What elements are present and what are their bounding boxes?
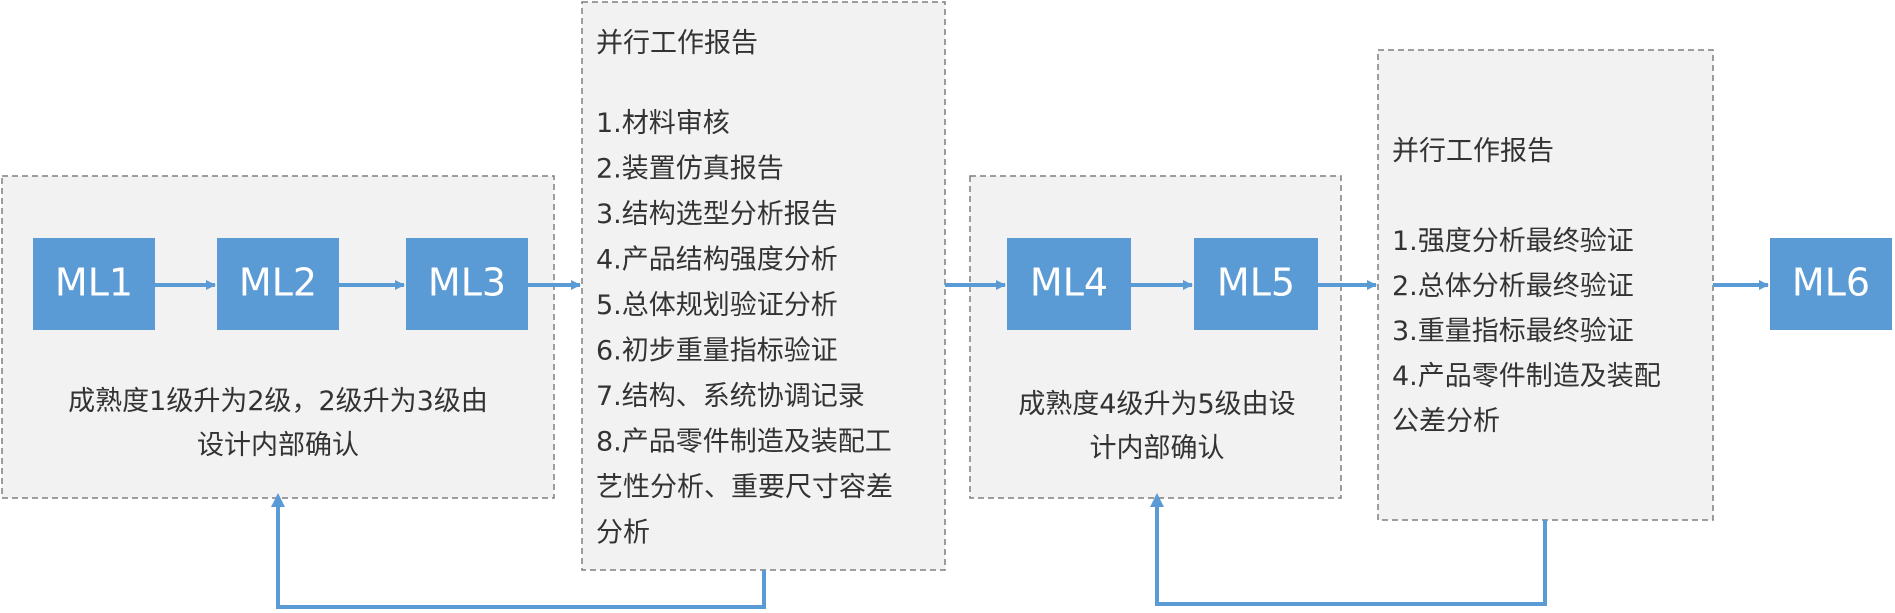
node-ml2-label: ML2 — [239, 261, 317, 305]
report1-item: 4.产品结构强度分析 — [596, 245, 838, 276]
report2-item: 4.产品零件制造及装配 — [1392, 361, 1661, 392]
report2-items: 1.强度分析最终验证 2.总体分析最终验证 3.重量指标最终验证 4.产品零件制造及装… — [1392, 226, 1661, 437]
report1-items: 1.材料审核 2.装置仿真报告 3.结构选型分析报告 4.产品结构强度分析 5.总体规划… — [596, 108, 893, 549]
report2-item: 2.总体分析最终验证 — [1392, 271, 1634, 302]
node-ml2: ML2 — [217, 238, 339, 330]
node-ml5: ML5 — [1194, 238, 1318, 330]
node-ml6-label: ML6 — [1792, 261, 1870, 305]
group2-caption-line2: 计内部确认 — [1090, 433, 1225, 464]
report2-item: 3.重量指标最终验证 — [1392, 316, 1634, 347]
report1-item: 3.结构选型分析报告 — [596, 199, 838, 230]
feedback-arrow-report2-to-group2 — [1150, 493, 1547, 606]
report1-title: 并行工作报告 — [596, 28, 758, 59]
report1-item: 1.材料审核 — [596, 108, 730, 139]
node-ml3: ML3 — [406, 238, 528, 330]
report1-item: 艺性分析、重要尺寸容差 — [596, 472, 893, 503]
node-ml3-label: ML3 — [428, 261, 506, 305]
report2-panel — [1377, 49, 1714, 521]
node-ml5-label: ML5 — [1217, 261, 1295, 305]
report2-title: 并行工作报告 — [1392, 136, 1554, 167]
group2-panel — [969, 175, 1342, 499]
report1-item: 6.初步重量指标验证 — [596, 336, 838, 367]
feedback-arrow-report1-to-group1 — [271, 493, 766, 609]
node-ml4-label: ML4 — [1030, 261, 1108, 305]
group2-caption-line1: 成熟度4级升为5级由设 — [1018, 389, 1295, 420]
node-ml1-label: ML1 — [55, 261, 133, 305]
report1-item: 分析 — [596, 518, 650, 549]
report1-panel — [581, 1, 946, 571]
report1-item: 5.总体规划验证分析 — [596, 290, 838, 321]
group1-caption-line1: 成熟度1级升为2级，2级升为3级由 — [68, 386, 488, 417]
report2-item: 1.强度分析最终验证 — [1392, 226, 1634, 257]
node-ml1: ML1 — [33, 238, 155, 330]
node-ml6: ML6 — [1770, 238, 1892, 330]
group1-panel — [1, 175, 555, 499]
report1-item: 8.产品零件制造及装配工 — [596, 427, 892, 458]
node-ml4: ML4 — [1007, 238, 1131, 330]
report1-item: 7.结构、系统协调记录 — [596, 381, 865, 412]
report1-item: 2.装置仿真报告 — [596, 154, 784, 185]
group1-caption-line2: 设计内部确认 — [197, 430, 359, 461]
report2-item: 公差分析 — [1392, 406, 1500, 437]
